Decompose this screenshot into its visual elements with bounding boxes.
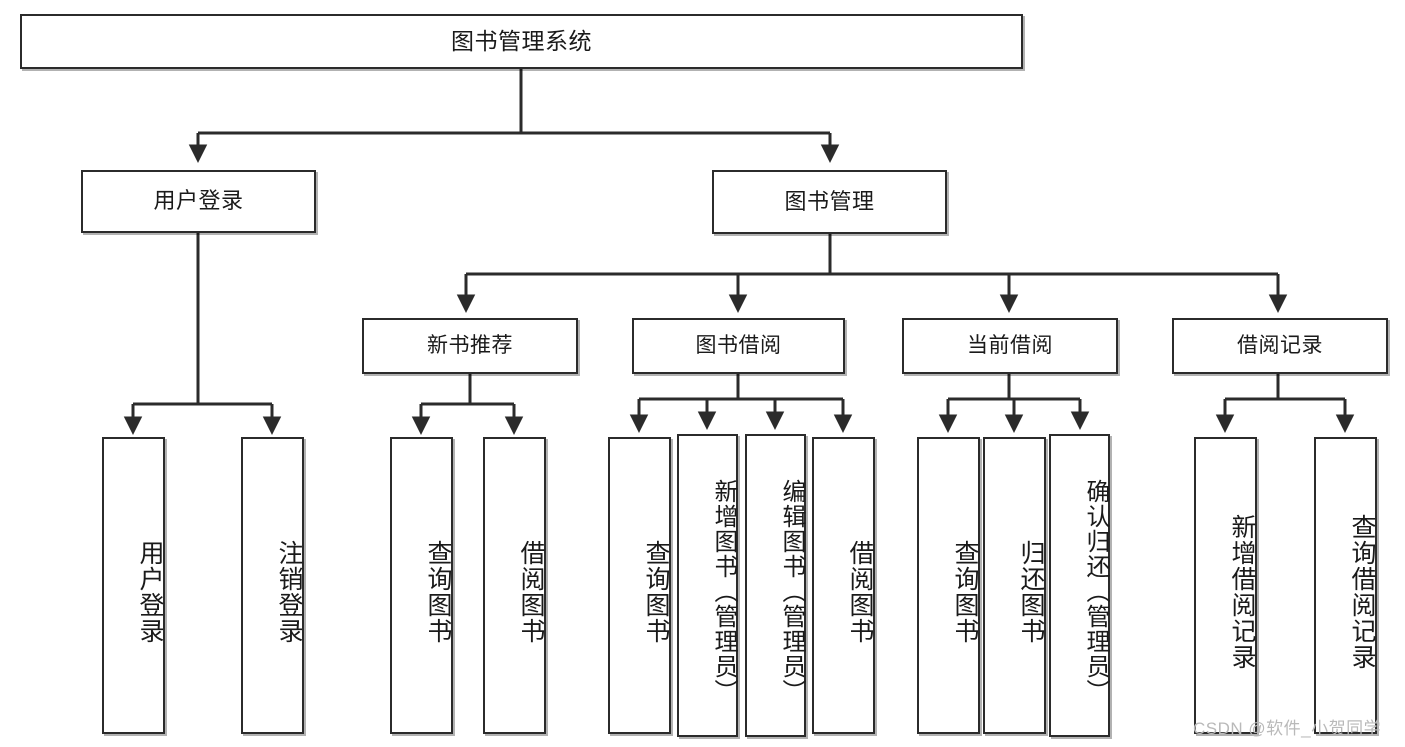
node-current-borrow-label: 当前借阅 <box>967 333 1053 357</box>
node-book-manage[interactable]: 图书管理 <box>712 170 947 234</box>
node-leaf-borrow-book-2[interactable]: 借阅图书 <box>812 437 875 734</box>
node-leaf-query-book-1-label: 查询图书 <box>424 539 452 644</box>
node-leaf-return-book[interactable]: 归还图书 <box>983 437 1046 734</box>
csdn-watermark: CSDN @软件_小贺同学 <box>1193 719 1382 738</box>
node-leaf-query-book-1[interactable]: 查询图书 <box>390 437 453 734</box>
node-borrow-record[interactable]: 借阅记录 <box>1172 318 1388 374</box>
node-leaf-user-login-label: 用户登录 <box>136 539 164 644</box>
node-current-borrow[interactable]: 当前借阅 <box>902 318 1118 374</box>
node-leaf-confirm-return-label: 确认归还（管理员） <box>1082 479 1109 704</box>
node-borrow-record-label: 借阅记录 <box>1237 333 1323 357</box>
node-leaf-edit-book-label: 编辑图书（管理员） <box>778 479 805 704</box>
node-root-label: 图书管理系统 <box>451 27 592 54</box>
node-leaf-borrow-book-1[interactable]: 借阅图书 <box>483 437 546 734</box>
node-leaf-logout[interactable]: 注销登录 <box>241 437 304 734</box>
node-book-manage-label: 图书管理 <box>784 188 875 214</box>
node-user-login-label: 用户登录 <box>153 188 244 214</box>
node-leaf-query-book-3-label: 查询图书 <box>951 539 979 644</box>
node-leaf-logout-label: 注销登录 <box>275 539 303 644</box>
node-leaf-confirm-return[interactable]: 确认归还（管理员） <box>1049 434 1110 737</box>
node-root[interactable]: 图书管理系统 <box>20 14 1023 69</box>
node-leaf-query-book-2[interactable]: 查询图书 <box>608 437 671 734</box>
node-book-borrow-label: 图书借阅 <box>695 333 782 357</box>
node-new-book-recommend-label: 新书推荐 <box>427 333 513 357</box>
node-book-borrow[interactable]: 图书借阅 <box>632 318 845 374</box>
node-leaf-add-record[interactable]: 新增借阅记录 <box>1194 437 1257 734</box>
node-leaf-query-record-label: 查询借阅记录 <box>1348 513 1376 670</box>
node-leaf-add-book-label: 新增图书（管理员） <box>710 479 737 704</box>
node-leaf-borrow-book-1-label: 借阅图书 <box>517 539 545 644</box>
node-leaf-borrow-book-2-label: 借阅图书 <box>846 539 874 644</box>
node-new-book-recommend[interactable]: 新书推荐 <box>362 318 578 374</box>
node-leaf-add-book[interactable]: 新增图书（管理员） <box>677 434 738 737</box>
node-leaf-query-book-2-label: 查询图书 <box>642 539 670 644</box>
node-leaf-query-record[interactable]: 查询借阅记录 <box>1314 437 1377 734</box>
node-leaf-add-record-label: 新增借阅记录 <box>1228 513 1256 670</box>
node-leaf-return-book-label: 归还图书 <box>1017 539 1045 644</box>
node-leaf-query-book-3[interactable]: 查询图书 <box>917 437 980 734</box>
node-user-login[interactable]: 用户登录 <box>81 170 316 233</box>
node-leaf-user-login[interactable]: 用户登录 <box>102 437 165 734</box>
node-leaf-edit-book[interactable]: 编辑图书（管理员） <box>745 434 806 737</box>
